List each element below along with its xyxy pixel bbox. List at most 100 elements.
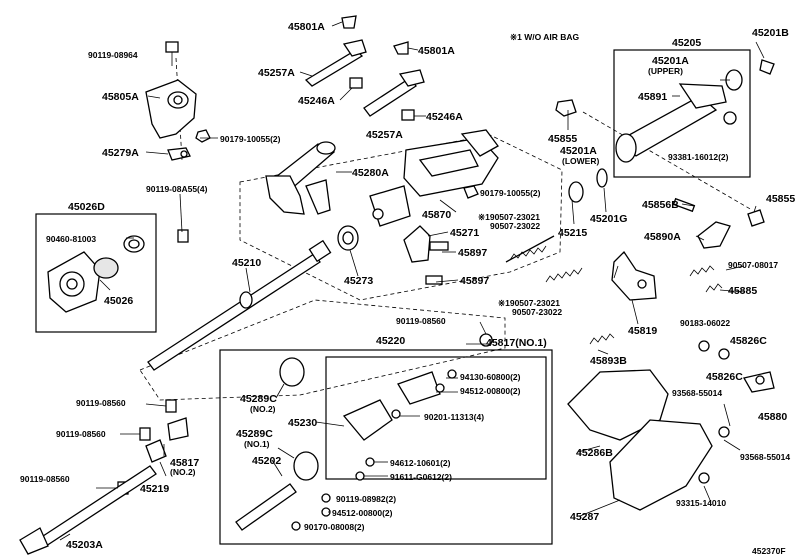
bracket-45271 [403,225,431,263]
label-45897-2: 45897 [460,275,489,287]
nut-90179-10055 [195,129,211,143]
label-45026: 45026 [104,295,133,307]
label-45246a-1: 45246A [298,95,335,107]
pad-45246a-2 [401,109,415,121]
small-parts-45230 [291,369,457,531]
label-45893b: 45893B [590,355,627,367]
label-94512-00800-b: 94512-00800(2) [332,508,393,518]
diagram-code: 452370F [752,546,786,556]
label-45230: 45230 [288,417,317,429]
shaft-45210 [147,239,332,371]
label-45890a: 45890A [644,231,681,243]
label-90170-08008: 90170-08008(2) [304,522,365,532]
label-45026d: 45026D [68,201,105,213]
label-91611-g0612: 91611-G0612(2) [390,472,452,482]
label-45246a-2: 45246A [426,111,463,123]
lever-45257a-2 [363,69,425,117]
label-45273: 45273 [344,275,373,287]
lever-45890a [697,221,731,249]
label-45205: 45205 [672,37,701,49]
label-90183-06022: 90183-06022 [680,318,730,328]
label-45201g: 45201G [590,213,627,225]
housing-45026 [47,251,119,313]
column-bracket-45870 [369,129,499,227]
group-box-45220 [219,349,553,545]
label-90119-08560-d: 90119-08560 [20,474,70,484]
label-93315-14010: 93315-14010 [676,498,726,508]
group-box-45026d [35,213,157,333]
label-190507-23021-a: ※190507-23021 [478,212,540,222]
label-190507-23021-b: ※190507-23021 [498,298,560,308]
label-no2-45817: (NO.2) [170,467,196,477]
joint-45219 [145,439,167,463]
label-45885: 45885 [728,285,757,297]
label-90179-10055-b: 90179-10055(2) [480,188,541,198]
label-45819: 45819 [628,325,657,337]
bolt-45897-2 [425,275,443,285]
label-45826c-2: 45826C [706,371,743,383]
spring-190507-23021-b [545,267,583,283]
clip-45801a-2 [393,41,409,55]
clip-45279a [167,147,191,161]
label-45880: 45880 [758,411,787,423]
cover-45286b [567,369,669,441]
label-45826c-1: 45826C [730,335,767,347]
group-box-45205 [613,49,751,178]
spring-90460-81003 [123,235,145,253]
screw-93568-55014 [718,426,730,438]
dashed-guide-45855 [582,111,753,211]
spring-190507-23021-a [505,235,555,263]
label-45257a-2: 45257A [366,129,403,141]
label-45286b: 45286B [576,447,613,459]
bolt-90119-08a55 [177,229,189,243]
cover-45287 [609,419,713,511]
nut-45855-2 [747,209,765,227]
nut-45855-1 [555,99,577,117]
label-90460-81003: 90460-81003 [46,234,96,244]
label-upper: (UPPER) [648,66,683,76]
shaft-45202 [235,483,297,531]
tube-45280a [265,141,336,215]
nut-90179-10055-b [463,185,479,199]
clip-45801a-1 [341,15,357,29]
yoke-45230 [342,371,441,441]
label-45203a: 45203A [66,539,103,551]
bracket-45805a [145,79,197,139]
label-45201a-lower: 45201A [560,145,597,157]
bolt-45897-1 [429,241,449,251]
label-45257a-1: 45257A [258,67,295,79]
label-lower: (LOWER) [562,156,599,166]
label-90507-23022-a: 90507-23022 [490,221,540,231]
label-45215: 45215 [558,227,587,239]
bracket-45891 [615,83,727,163]
label-45219: 45219 [140,483,169,495]
group-box-45230 [325,356,547,480]
label-90119-08560-b: 90119-08560 [76,398,126,408]
label-45271: 45271 [450,227,479,239]
label-45210: 45210 [232,257,261,269]
label-90119-08982: 90119-08982(2) [336,494,396,504]
leader-lines [59,21,765,541]
spring-45893b [589,333,615,345]
spring-45885 [689,265,723,293]
label-94130-60800: 94130-60800(2) [460,372,521,382]
label-90119-08964: 90119-08964 [88,50,138,60]
label-45870: 45870 [422,209,451,221]
label-45287: 45287 [570,511,599,523]
label-93568-55014-1: 93568-55014 [672,388,722,398]
label-45817-no2: 45817 [170,457,199,469]
joint-45289c-no1 [293,451,319,481]
nut-90183-06022 [698,340,710,352]
label-90119-08560-c: 90119-08560 [56,429,106,439]
pin-45856b [672,197,696,213]
label-45220: 45220 [376,335,405,347]
label-45289c-2: 45289C [236,428,273,440]
label-90119-08a55: 90119-08A55(4) [146,184,208,194]
joint-45289c-no2 [279,357,305,387]
nut-45826c-1 [718,348,730,360]
label-45856b: 45856B [642,199,679,211]
label-no1: (NO.1) [244,439,270,449]
label-45855-1: 45855 [548,133,577,145]
label-45201a-upper: 45201A [652,55,689,67]
